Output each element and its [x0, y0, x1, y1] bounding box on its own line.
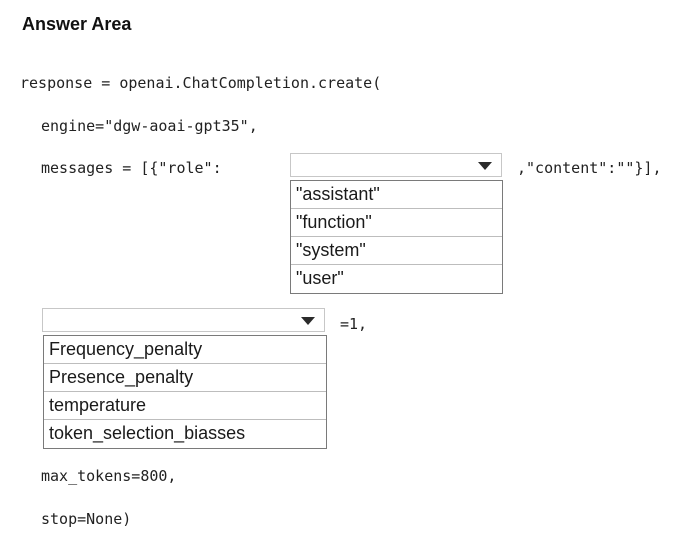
parameter-option-presence-penalty[interactable]: Presence_penalty	[44, 364, 326, 392]
code-line-stop: stop=None)	[41, 510, 132, 528]
role-option-assistant[interactable]: "assistant"	[291, 181, 502, 209]
parameter-option-frequency-penalty[interactable]: Frequency_penalty	[44, 336, 326, 364]
role-option-system[interactable]: "system"	[291, 237, 502, 265]
code-line-parameter-suffix: =1,	[340, 315, 368, 333]
role-option-function[interactable]: "function"	[291, 209, 502, 237]
role-option-user[interactable]: "user"	[296, 268, 344, 288]
code-line-response: response = openai.ChatCompletion.create(	[20, 74, 382, 92]
code-line-messages-prefix: messages = [{"role":	[41, 159, 222, 177]
code-line-messages-suffix: ,"content":""}],	[517, 159, 662, 177]
parameter-option-temperature[interactable]: temperature	[44, 392, 326, 420]
code-line-engine: engine="dgw-aoai-gpt35",	[41, 117, 258, 135]
code-line-max-tokens: max_tokens=800,	[41, 467, 177, 485]
chevron-down-icon	[478, 162, 492, 170]
parameter-option-token-selection-biasses[interactable]: token_selection_biasses	[49, 423, 246, 443]
parameter-dropdown[interactable]	[42, 308, 325, 332]
role-dropdown[interactable]	[290, 153, 502, 177]
role-options-list: "assistant" "function" "system" "user"	[290, 180, 503, 294]
parameter-options-list: Frequency_penalty Presence_penalty tempe…	[43, 335, 327, 449]
chevron-down-icon	[301, 317, 315, 325]
answer-area-title: Answer Area	[22, 14, 132, 34]
